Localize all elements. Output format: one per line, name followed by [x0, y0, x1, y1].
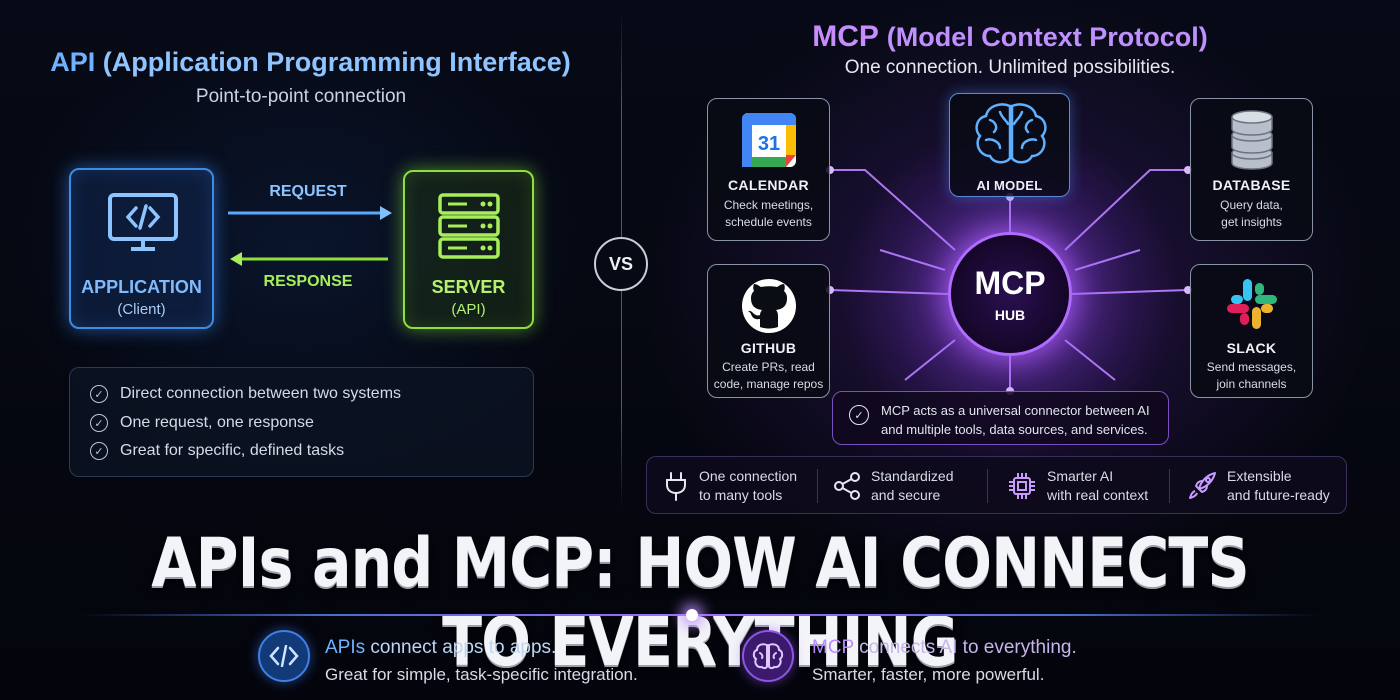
calendar-name: CALENDAR [728, 177, 809, 193]
calendar-desc-line2: schedule events [725, 215, 812, 229]
github-desc-line1: Create PRs, read [722, 360, 815, 374]
check-icon: ✓ [849, 405, 869, 425]
application-client-box: APPLICATION (Client) [69, 168, 214, 329]
vs-badge: VS [594, 237, 648, 291]
database-node: DATABASE Query data, get insights [1190, 98, 1313, 241]
check-icon: ✓ [90, 385, 108, 403]
github-icon [742, 279, 796, 333]
github-node: GITHUB Create PRs, read code, manage rep… [707, 264, 830, 398]
client-sublabel: (Client) [117, 301, 166, 318]
list-item: ✓ One request, one response [90, 414, 314, 432]
plug-icon [666, 472, 686, 501]
svg-text:31: 31 [758, 133, 780, 155]
share-icon [834, 472, 860, 500]
hub-title: MCP [974, 265, 1046, 301]
mcp-note-text: MCP acts as a universal connector betwee… [881, 403, 1150, 437]
mcp-summary: MCP connects AI to everything. Smarter, … [812, 637, 1077, 685]
list-item: ✓ Direct connection between two systems [90, 385, 401, 403]
github-desc-line2: code, manage repos [713, 377, 824, 391]
github-name: GITHUB [740, 340, 797, 356]
mcp-note-box: ✓ MCP acts as a universal connector betw… [832, 391, 1169, 445]
database-desc-line2: get insights [1221, 215, 1282, 229]
server-label: SERVER [431, 277, 506, 297]
feature-divider [987, 469, 988, 503]
feature-divider [817, 469, 818, 503]
slack-desc-line2: join channels [1216, 377, 1287, 391]
api-feature-list: ✓ Direct connection between two systems … [69, 367, 534, 477]
code-icon [258, 630, 310, 682]
application-label: APPLICATION [81, 277, 202, 297]
database-desc-line1: Query data, [1220, 198, 1283, 212]
chip-icon [1009, 473, 1035, 499]
request-label: REQUEST [269, 183, 347, 200]
check-icon: ✓ [90, 442, 108, 460]
api-summary-title: APIs connect apps to apps. [325, 637, 557, 658]
mcp-subtitle: One connection. Unlimited possibilities. [844, 57, 1176, 78]
slack-icon [1227, 279, 1277, 329]
slack-name: SLACK [1226, 340, 1277, 356]
api-summary: APIs connect apps to apps. Great for sim… [325, 637, 638, 685]
slack-desc-line1: Send messages, [1206, 360, 1297, 374]
glow-divider-line [80, 614, 1320, 616]
brain-circle-icon [742, 630, 794, 682]
slack-node: SLACK Send messages, join channels [1190, 264, 1313, 398]
mcp-hub: MCP HUB [948, 232, 1072, 356]
calendar-node: 31 CALENDAR Check meetings, schedule eve… [707, 98, 830, 241]
brain-icon [975, 103, 1047, 164]
hub-subtitle: HUB [994, 307, 1026, 323]
mcp-title: MCP (Model Context Protocol) [812, 20, 1208, 53]
mcp-summary-desc: Smarter, faster, more powerful. [812, 665, 1045, 684]
database-icon [1231, 110, 1273, 170]
check-icon: ✓ [90, 414, 108, 432]
list-item: ✓ Great for specific, defined tasks [90, 442, 344, 460]
server-api-box: SERVER (API) [403, 170, 534, 329]
ai-model-node: AI MODEL [949, 93, 1070, 197]
feature-divider [1169, 469, 1170, 503]
api-summary-desc: Great for simple, task-specific integrat… [325, 665, 638, 684]
headline: APIs and MCP: HOW AI CONNECTS TO EVERYTH… [151, 524, 1249, 682]
mcp-summary-title: MCP connects AI to everything. [812, 637, 1077, 658]
rocket-icon [1189, 472, 1216, 499]
glow-dot [686, 609, 698, 621]
response-label: RESPONSE [263, 273, 353, 290]
monitor-code-icon [108, 193, 178, 251]
server-rack-icon [438, 193, 500, 259]
calendar-desc-line1: Check meetings, [723, 198, 814, 212]
ai-model-name: AI MODEL [976, 178, 1043, 193]
api-subtitle: Point-to-point connection [195, 86, 407, 107]
calendar-icon: 31 [742, 113, 796, 167]
database-name: DATABASE [1212, 177, 1291, 193]
api-title: API (Application Programming Interface) [50, 47, 571, 77]
server-sublabel: (API) [451, 301, 486, 318]
